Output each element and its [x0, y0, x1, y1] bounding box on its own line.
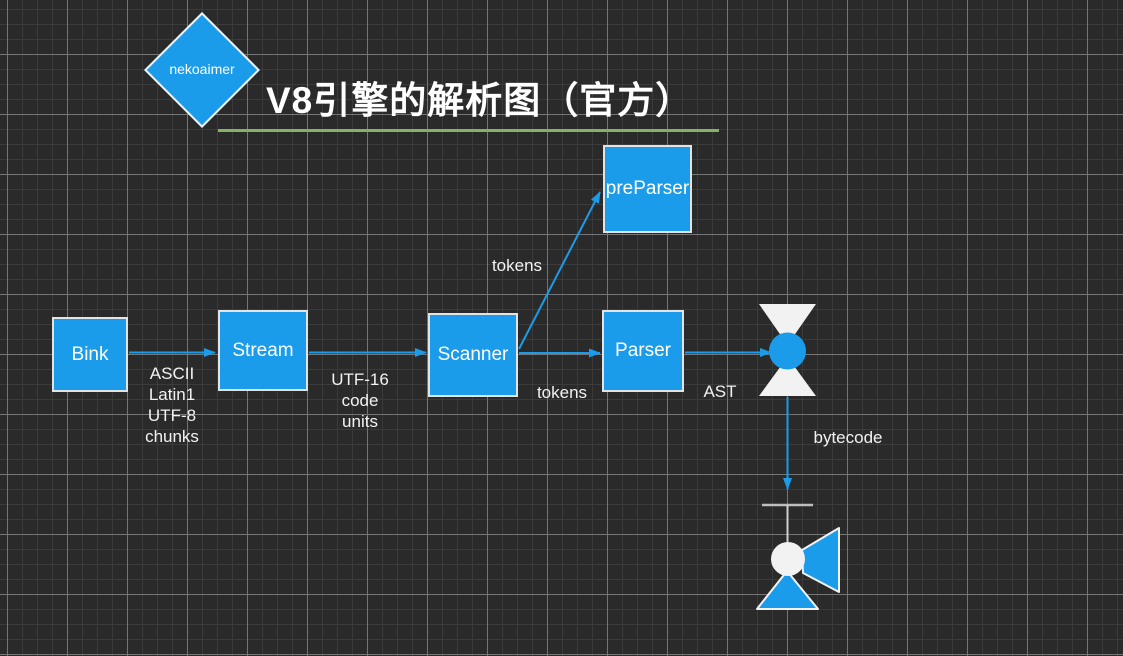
edge-label-chunks[interactable]: ASCII Latin1 UTF-8 chunks [145, 364, 199, 446]
node-preparser-label: preParser [605, 178, 690, 199]
edge-label-ast[interactable]: AST [703, 382, 737, 401]
badge-label: nekoaimer [169, 61, 235, 77]
node-bink-label: Bink [71, 343, 109, 365]
node-parser-label: Parser [615, 340, 671, 361]
hourglass-icon[interactable] [759, 304, 816, 396]
node-scanner[interactable]: Scanner [428, 313, 518, 397]
node-preparser[interactable]: preParser [603, 145, 692, 233]
node-parser[interactable]: Parser [602, 310, 684, 392]
node-scanner-label: Scanner [437, 344, 509, 365]
node-stream-label: Stream [232, 339, 294, 361]
edge-label-bytecode[interactable]: bytecode [813, 428, 883, 447]
edge-label-tokens-parser[interactable]: tokens [536, 383, 588, 402]
edge-label-utf16-code-units[interactable]: UTF-16 code units [331, 370, 389, 431]
edge-label-tokens-preparser[interactable]: tokens [491, 256, 543, 275]
page-title[interactable]: V8引擎的解析图（官方） [266, 80, 694, 121]
node-stream[interactable]: Stream [218, 310, 308, 391]
interpreter-lamp-icon[interactable] [756, 527, 840, 610]
title-underline [218, 129, 719, 132]
node-bink[interactable]: Bink [52, 317, 128, 392]
lamp-stand-connector [762, 503, 813, 545]
